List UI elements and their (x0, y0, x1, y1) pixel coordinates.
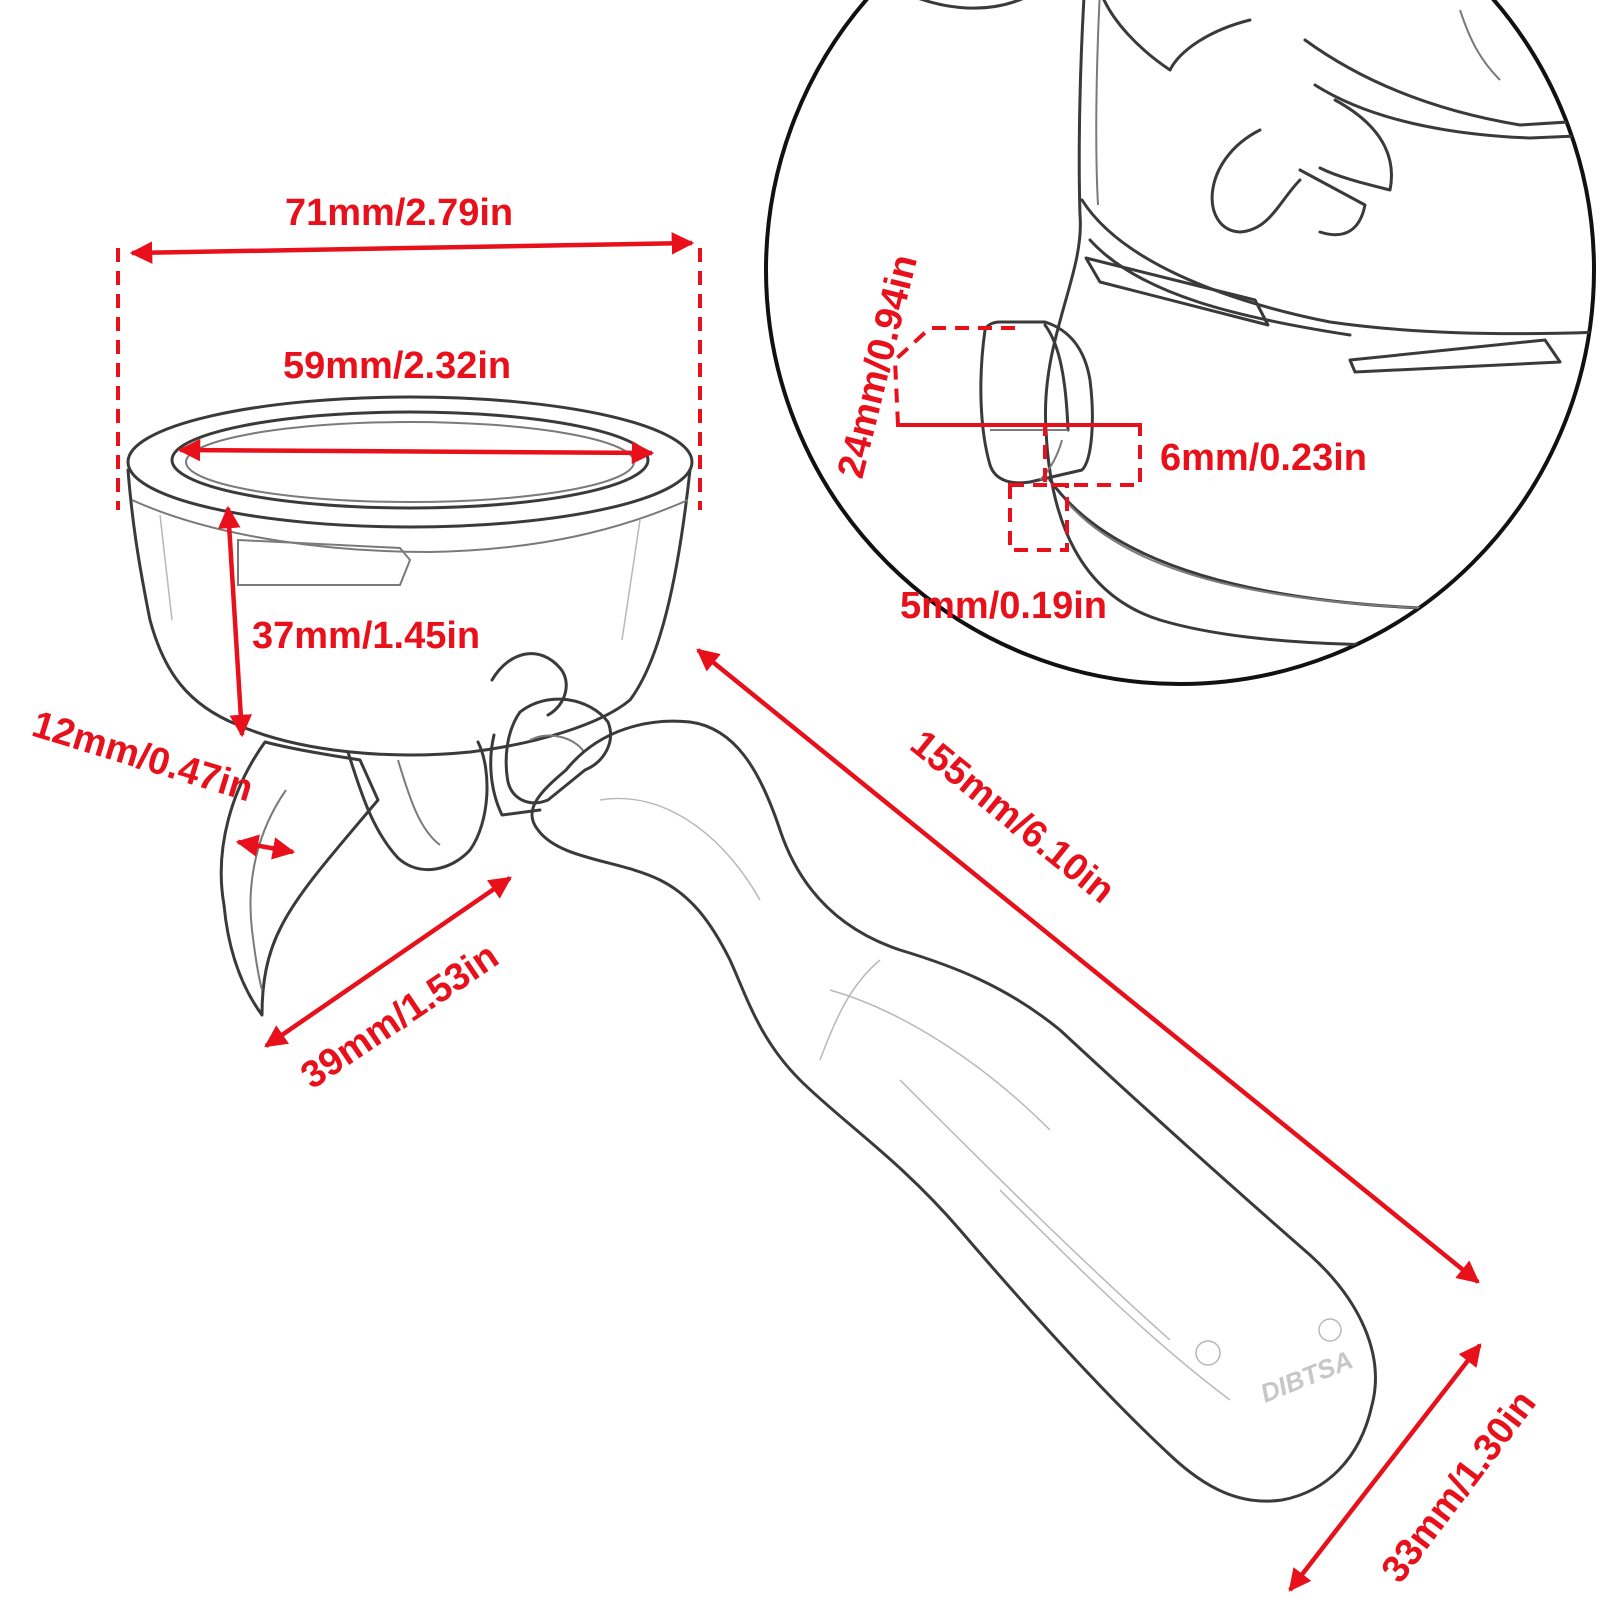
filter-basket (126, 395, 694, 757)
brand-logo: DIBTSA (1256, 1344, 1357, 1408)
inner-diameter-arrow (177, 438, 655, 465)
detail-zoom-drawing (878, 0, 1594, 647)
outer-diameter-arrow (129, 232, 695, 264)
spout-width-arrow (235, 834, 296, 860)
handle-length-arrow (696, 648, 1480, 1284)
basket-depth-arrow (218, 505, 252, 738)
handle: DIBTSA (530, 719, 1377, 1503)
handle-joint (489, 652, 613, 817)
outer-diameter-label: 71mm/2.79in (285, 192, 513, 234)
ear-width-guide (1008, 483, 1069, 552)
handle-width-arrow (1288, 1343, 1482, 1592)
ear-height-guide (892, 326, 1045, 427)
handle-width-label: 33mm/1.30in (1374, 1383, 1545, 1590)
ear-width-label: 5mm/0.19in (900, 585, 1107, 627)
spout-length-label: 39mm/1.53in (294, 935, 507, 1097)
ear-depth-guide (1043, 423, 1142, 487)
spout-length-arrow (264, 876, 512, 1048)
detail-inset: 24mm/0.94in 6mm/0.23in 5mm/0.19in (764, 0, 1596, 686)
ear-dimension-guides (892, 326, 1142, 552)
inner-diameter-label: 59mm/2.32in (283, 345, 511, 387)
basket-depth-label: 37mm/1.45in (252, 615, 480, 657)
handle-length-label: 155mm/6.10in (902, 722, 1122, 912)
ear-depth-label: 6mm/0.23in (1160, 437, 1367, 479)
